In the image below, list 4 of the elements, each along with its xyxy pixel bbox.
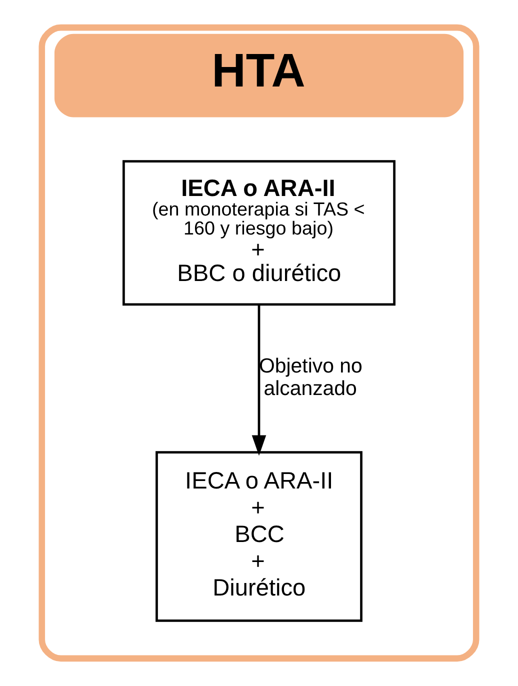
node-box: IECA o ARA-II + BCC + Diurético [156,451,362,622]
edge-label: Objetivo no alcanzado [259,354,362,400]
arrow [252,304,266,456]
node-box: IECA o ARA-II (en monoterapia si TAS < 160 y riesgo bajo) + BBC o diurético [122,160,396,306]
